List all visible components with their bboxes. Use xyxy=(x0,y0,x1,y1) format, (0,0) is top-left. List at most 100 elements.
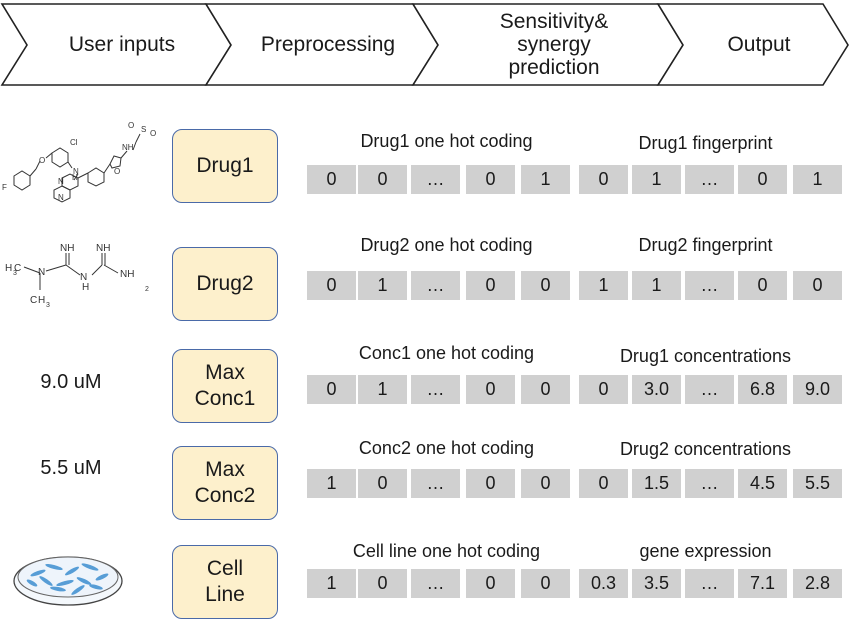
svg-text:C: C xyxy=(30,295,37,306)
svg-text:C: C xyxy=(14,263,21,274)
vector-cell: 1 xyxy=(306,568,357,599)
svg-text:H: H xyxy=(72,173,78,182)
drug1-box: Drug1 xyxy=(172,129,278,203)
vector-title: Drug2 one hot coding xyxy=(360,235,533,255)
max-conc1-input-value: 9.0 uM xyxy=(40,371,102,393)
vector-cell: 0 xyxy=(520,568,571,599)
pipeline-chevrons xyxy=(0,3,849,86)
vector-cell: 0 xyxy=(520,468,571,499)
vector-cell: 0 xyxy=(578,468,629,499)
vector-cell: … xyxy=(410,374,461,405)
vector-cell: … xyxy=(410,568,461,599)
svg-text:3: 3 xyxy=(46,302,50,309)
max-conc2-input-value: 5.5 uM xyxy=(40,457,102,479)
vector-cell: 1 xyxy=(306,468,357,499)
vector-cell: 3.0 xyxy=(631,374,682,405)
svg-text:N: N xyxy=(38,267,45,278)
molecule-structure-icon: F O Cl N H N N O S O O NH xyxy=(2,121,156,203)
svg-text:O: O xyxy=(150,129,156,138)
vector-cell: 4.5 xyxy=(737,468,788,499)
svg-text:N: N xyxy=(58,177,64,186)
svg-text:3: 3 xyxy=(13,270,17,277)
vector-cell: 0 xyxy=(357,568,408,599)
vector-cell: 0 xyxy=(306,270,357,301)
svg-text:S: S xyxy=(141,125,146,134)
molecule-structure-icon: NH NH N N H NH H C 3 C H 3 2 xyxy=(5,243,149,309)
svg-text:F: F xyxy=(2,183,7,192)
vector-cell: 0 xyxy=(465,374,516,405)
vector-cell: 0 xyxy=(520,270,571,301)
vector-cell: … xyxy=(684,568,735,599)
vector-cell: 7.1 xyxy=(737,568,788,599)
pipeline-step-user-inputs: User inputs xyxy=(68,32,176,56)
vector-cell: 0 xyxy=(520,374,571,405)
vector-cell: … xyxy=(684,270,735,301)
svg-text:NH: NH xyxy=(60,243,74,254)
svg-text:N: N xyxy=(80,272,87,283)
pipeline-step-output: Output xyxy=(727,32,791,56)
vector-cell: 1 xyxy=(357,374,408,405)
vector-cell: 0 xyxy=(465,568,516,599)
vector-cell: … xyxy=(410,164,461,195)
vector-cell: 0 xyxy=(357,468,408,499)
vector-title: Drug1 fingerprint xyxy=(638,133,773,153)
svg-text:O: O xyxy=(114,167,120,176)
vector-cell: 1 xyxy=(792,164,843,195)
svg-text:H: H xyxy=(82,282,89,293)
max-conc1-box: Max Conc1 xyxy=(172,349,278,423)
svg-text:N: N xyxy=(73,167,79,176)
svg-text:H: H xyxy=(38,295,45,306)
vector-title: Drug2 fingerprint xyxy=(638,235,773,255)
vector-cell: … xyxy=(684,468,735,499)
svg-text:Cl: Cl xyxy=(70,138,78,147)
vector-cell: … xyxy=(684,374,735,405)
vector-title: Drug1 one hot coding xyxy=(360,131,533,151)
vector-cell: 0 xyxy=(578,374,629,405)
vector-cell: 1 xyxy=(631,164,682,195)
pipeline-step-prediction: Sensitivity& synergy prediction xyxy=(499,9,609,79)
vector-title: gene expression xyxy=(639,541,772,561)
vector-cell: 1 xyxy=(578,270,629,301)
svg-text:N: N xyxy=(58,193,64,202)
svg-text:NH: NH xyxy=(96,243,110,254)
svg-text:O: O xyxy=(39,156,45,165)
vector-cell: 0 xyxy=(357,164,408,195)
vector-cell: 0 xyxy=(306,374,357,405)
vector-title: Drug1 concentrations xyxy=(619,346,792,366)
vector-cell: 1 xyxy=(520,164,571,195)
vector-cell: 9.0 xyxy=(792,374,843,405)
vector-cell: 0 xyxy=(737,164,788,195)
vector-cell: 1 xyxy=(357,270,408,301)
vector-cell: 0 xyxy=(578,164,629,195)
vector-cell: 6.8 xyxy=(737,374,788,405)
vector-title: Conc2 one hot coding xyxy=(358,438,535,458)
pipeline-step-preprocessing: Preprocessing xyxy=(260,32,396,56)
vector-cell: 0 xyxy=(792,270,843,301)
svg-text:NH: NH xyxy=(120,269,134,280)
svg-text:H: H xyxy=(5,263,12,274)
vector-cell: 3.5 xyxy=(631,568,682,599)
vector-cell: 0 xyxy=(465,468,516,499)
vector-cell: 0.3 xyxy=(578,568,629,599)
vector-cell: … xyxy=(410,270,461,301)
vector-cell: 0 xyxy=(465,270,516,301)
vector-cell: 0 xyxy=(465,164,516,195)
vector-title: Drug2 concentrations xyxy=(619,439,792,459)
svg-text:NH: NH xyxy=(122,143,134,152)
svg-text:O: O xyxy=(128,121,134,130)
svg-text:2: 2 xyxy=(145,286,149,293)
vector-cell: 2.8 xyxy=(792,568,843,599)
drug2-box: Drug2 xyxy=(172,247,278,321)
vector-title: Cell line one hot coding xyxy=(352,541,541,561)
vector-cell: 5.5 xyxy=(792,468,843,499)
cell-line-box: Cell Line xyxy=(172,545,278,619)
vector-cell: … xyxy=(410,468,461,499)
vector-title: Conc1 one hot coding xyxy=(358,343,535,363)
vector-cell: 0 xyxy=(737,270,788,301)
vector-cell: … xyxy=(684,164,735,195)
vector-cell: 1 xyxy=(631,270,682,301)
petri-dish-icon xyxy=(13,556,123,606)
vector-cell: 1.5 xyxy=(631,468,682,499)
vector-cell: 0 xyxy=(306,164,357,195)
max-conc2-box: Max Conc2 xyxy=(172,446,278,520)
